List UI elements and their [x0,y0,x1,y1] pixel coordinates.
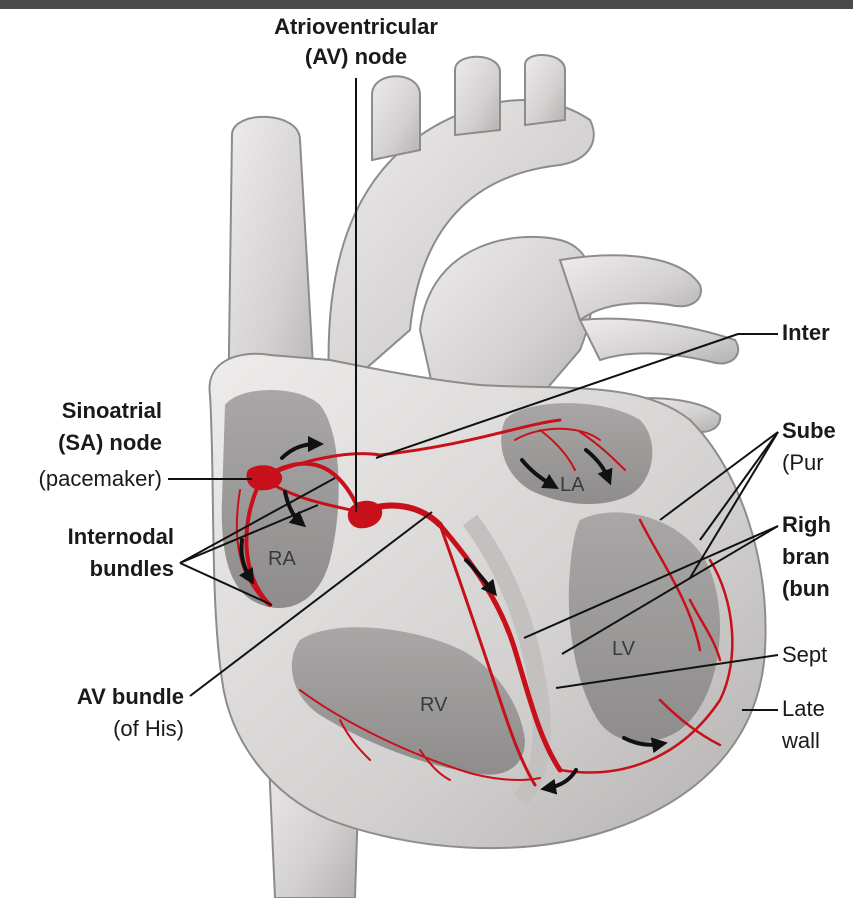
av-bundle-label-line2: (of His) [0,716,184,742]
sa-node-label-line3: (pacemaker) [0,466,162,492]
lateral-wall-label-line1: Late [782,696,825,722]
right-branch-label-line1: Righ [782,512,831,538]
chamber-lv: LV [612,638,635,661]
heart-body [210,354,766,848]
chamber-rv: RV [420,694,447,717]
subendocardial-label: Sube [782,418,836,444]
av-node-label-line2: (AV) node [236,44,476,70]
lateral-wall-label-line2: wall [782,728,820,754]
internodal-label-line1: Internodal [0,524,174,550]
septum-label: Sept [782,642,827,668]
av-node-label-line1: Atrioventricular [236,14,476,40]
chamber-la: LA [560,474,584,497]
av-bundle-label-line1: AV bundle [0,684,184,710]
chamber-ra: RA [268,548,296,571]
purkinje-label: (Pur [782,450,824,476]
aortic-branch-1 [372,76,420,160]
pulmonary-artery-left [560,255,701,320]
right-branch-label-line3: (bun [782,576,830,602]
aortic-branch-3 [525,55,565,125]
right-branch-label-line2: bran [782,544,830,570]
sa-node-label-line2: (SA) node [0,430,162,456]
internodal-label-line2: bundles [0,556,174,582]
interatrial-label: Inter [782,320,830,346]
sa-node-label-line1: Sinoatrial [0,398,162,424]
